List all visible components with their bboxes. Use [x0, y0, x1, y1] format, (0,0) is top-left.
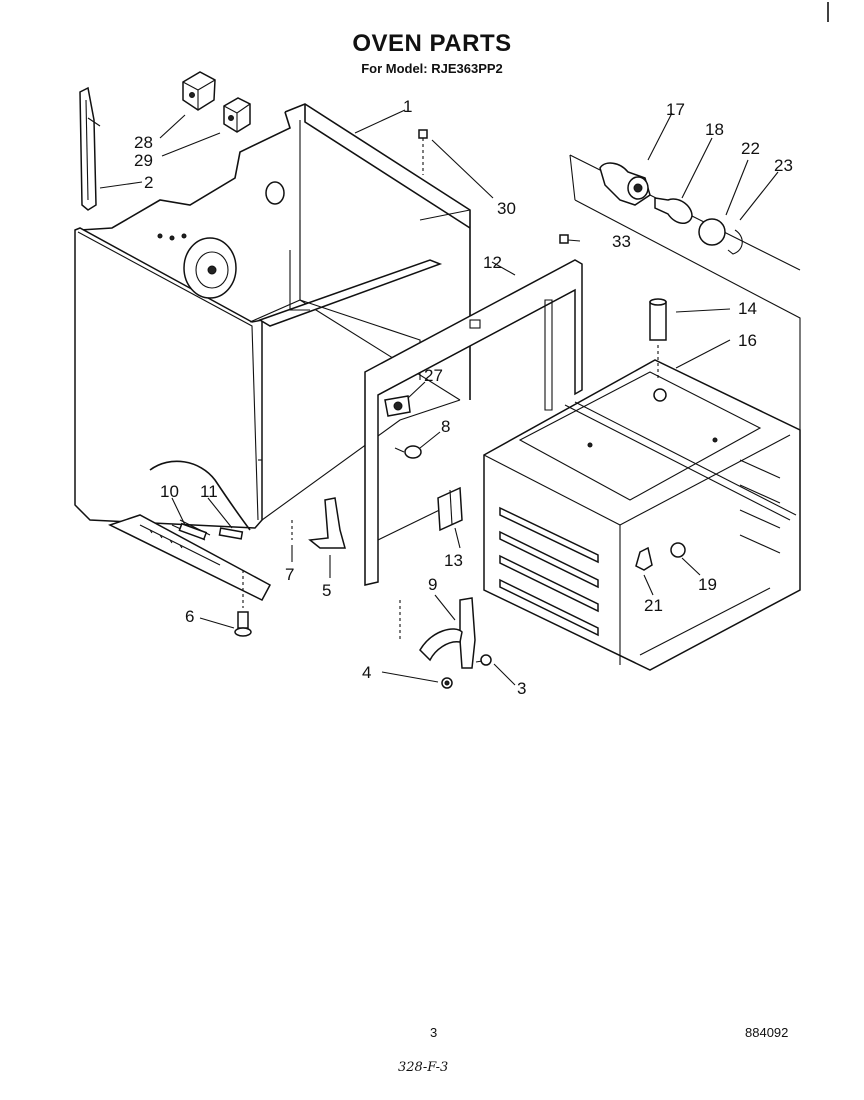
callout-14: 14: [738, 299, 757, 318]
callout-13: 13: [444, 551, 463, 570]
leader-lines: [99, 109, 779, 686]
callout-7: 7: [285, 565, 294, 584]
part-2-bracket: [79, 86, 101, 211]
callout-23: 23: [774, 156, 793, 175]
part-23-arrow-turn: [727, 229, 743, 255]
part-29-switch: [223, 97, 251, 133]
callout-3: 3: [517, 679, 526, 698]
part-14-sensor: [649, 298, 667, 380]
callout-30: 30: [497, 199, 516, 218]
part-33-screw: [559, 234, 569, 244]
part-19-plug: [670, 542, 686, 558]
callout-28: 28: [134, 133, 153, 152]
callout-10: 10: [160, 482, 179, 501]
callout-17: 17: [666, 100, 685, 119]
part-1-cabinet: [74, 103, 471, 601]
part-17-light-housing: [599, 162, 651, 206]
part-30-screw: [418, 129, 428, 175]
callout-8: 8: [441, 417, 450, 436]
part-4-nut: [441, 677, 453, 689]
model-subtitle: For Model: RJE363PP2: [361, 61, 503, 76]
callout-1: 1: [403, 97, 412, 116]
callout-19: 19: [698, 575, 717, 594]
handwritten-note: 328-F-3: [398, 1060, 449, 1075]
part-13-bracket: [437, 486, 463, 532]
callout-27: 27: [424, 366, 443, 385]
part-5-hinge: [308, 497, 346, 549]
part-22-lens: [698, 218, 726, 246]
callout-21: 21: [644, 596, 663, 615]
part-16-oven-liner: [483, 359, 801, 671]
callout-33: 33: [612, 232, 631, 251]
callout-6: 6: [185, 607, 194, 626]
part-28-switch: [182, 71, 216, 111]
document-code: 884092: [745, 1025, 789, 1040]
page-number: 3: [430, 1025, 438, 1040]
callout-22: 22: [741, 139, 760, 158]
callout-16: 16: [738, 331, 757, 350]
callout-5: 5: [322, 581, 331, 600]
part-27-fitting: [384, 395, 411, 417]
callout-29: 29: [134, 151, 153, 170]
part-18-bulb: [654, 197, 693, 224]
part-21-clip: [635, 546, 653, 571]
page-title: OVEN PARTS: [352, 30, 512, 57]
callout-12: 12: [483, 253, 502, 272]
part-8-socket: [394, 445, 422, 459]
part-10-11-wiring: [149, 460, 251, 541]
part-3-screw: [475, 654, 492, 666]
callout-4: 4: [362, 663, 371, 682]
part-9-hinge: [399, 597, 476, 669]
part-6-leveling-foot: [234, 570, 252, 637]
callout-2: 2: [144, 173, 153, 192]
callout-11: 11: [200, 482, 218, 501]
callout-9: 9: [428, 575, 437, 594]
callout-18: 18: [705, 120, 724, 139]
callout-labels: 1 2 3 4 5 6 7 8 9 10 11 12 13 14 16 17 1…: [134, 97, 793, 698]
